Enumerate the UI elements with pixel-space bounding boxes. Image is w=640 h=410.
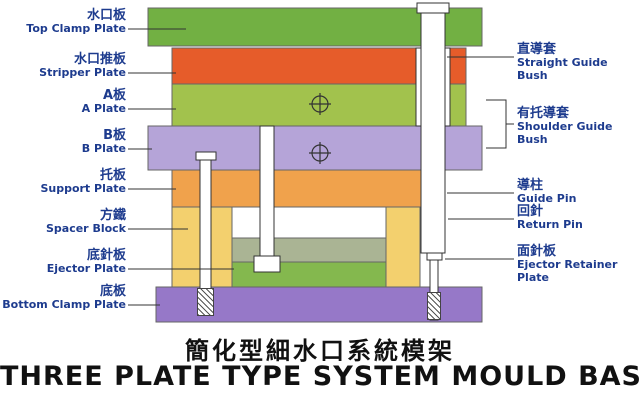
label-zh: 回針: [517, 204, 544, 219]
label-en: A Plate: [81, 102, 126, 116]
label-zh: 托板: [99, 168, 126, 183]
label-zh: 底板: [99, 284, 126, 299]
label-en: Straight Guide Bush: [517, 56, 608, 83]
return-pin-shaft: [429, 259, 439, 321]
label-en: Bottom Clamp Plate: [2, 298, 126, 312]
label-en: Top Clamp Plate: [26, 22, 126, 36]
leader-lines: [128, 28, 514, 306]
ejector-pin-head: [195, 151, 217, 161]
guide-pin-head: [416, 2, 450, 14]
spacer-block-right-shape: [385, 206, 421, 288]
center-pin-head: [253, 255, 281, 273]
label-straight-guide-bush: 直導套 Straight Guide Bush: [517, 42, 639, 83]
label-en: Stripper Plate: [39, 66, 126, 80]
ejector-pin-shaft: [199, 159, 212, 309]
ejector-pin-thread-hatch: [197, 288, 214, 316]
label-zh: 直導套: [517, 42, 557, 57]
label-stripper-plate: 水口推板 Stripper Plate: [2, 52, 126, 80]
return-pin: [426, 252, 443, 321]
screw-symbol-lower: [309, 142, 331, 164]
diagram-title-english: THREE PLATE TYPE SYSTEM MOULD BASE: [0, 361, 640, 392]
label-zh: 有托導套: [517, 106, 570, 121]
label-a-plate: A板 A Plate: [2, 88, 126, 116]
label-guide-pin: 導柱 Guide Pin: [517, 178, 639, 206]
label-en: Return Pin: [517, 218, 583, 232]
screw-symbol-upper: [309, 93, 331, 115]
label-en: Guide Pin: [517, 192, 577, 206]
label-b-plate: B板 B Plate: [2, 128, 126, 156]
label-bottom-clamp-plate: 底板 Bottom Clamp Plate: [2, 284, 126, 312]
diagram-title-chinese: 簡化型細水口系統模架: [185, 337, 455, 365]
center-pin-shaft: [259, 125, 275, 259]
center-support-pin: [253, 125, 281, 273]
return-pin-thread-hatch: [427, 292, 441, 320]
label-ejector-plate: 底針板 Ejector Plate: [2, 248, 126, 276]
label-return-pin: 回針 Return Pin: [517, 204, 639, 232]
label-zh: 水口板: [86, 8, 126, 23]
shoulder-bush-bracket: [486, 99, 514, 149]
label-ejector-retainer-plate: 面針板 Ejector Retainer Plate: [517, 244, 639, 285]
label-en: Ejector Retainer Plate: [517, 258, 618, 285]
label-zh: 方鐵: [99, 208, 126, 223]
label-zh: 水口推板: [73, 52, 126, 67]
label-top-clamp-plate: 水口板 Top Clamp Plate: [2, 8, 126, 36]
support-plate-shape: [171, 169, 435, 208]
label-zh: A板: [102, 88, 126, 103]
label-en: B Plate: [81, 142, 126, 156]
guide-pin-shaft: [420, 11, 446, 254]
label-zh: 底針板: [86, 248, 126, 263]
label-support-plate: 托板 Support Plate: [2, 168, 126, 196]
label-en: Shoulder Guide Bush: [517, 120, 613, 147]
label-en: Ejector Plate: [46, 262, 126, 276]
guide-pin-pillar: [415, 2, 451, 254]
label-zh: 面針板: [517, 244, 557, 259]
label-zh: B板: [103, 128, 126, 143]
label-spacer-block: 方鐵 Spacer Block: [2, 208, 126, 236]
label-shoulder-guide-bush: 有托導套 Shoulder Guide Bush: [517, 106, 639, 147]
label-en: Support Plate: [40, 182, 126, 196]
label-zh: 導柱: [517, 178, 544, 193]
return-pin-head: [426, 252, 443, 261]
label-en: Spacer Block: [45, 222, 126, 236]
